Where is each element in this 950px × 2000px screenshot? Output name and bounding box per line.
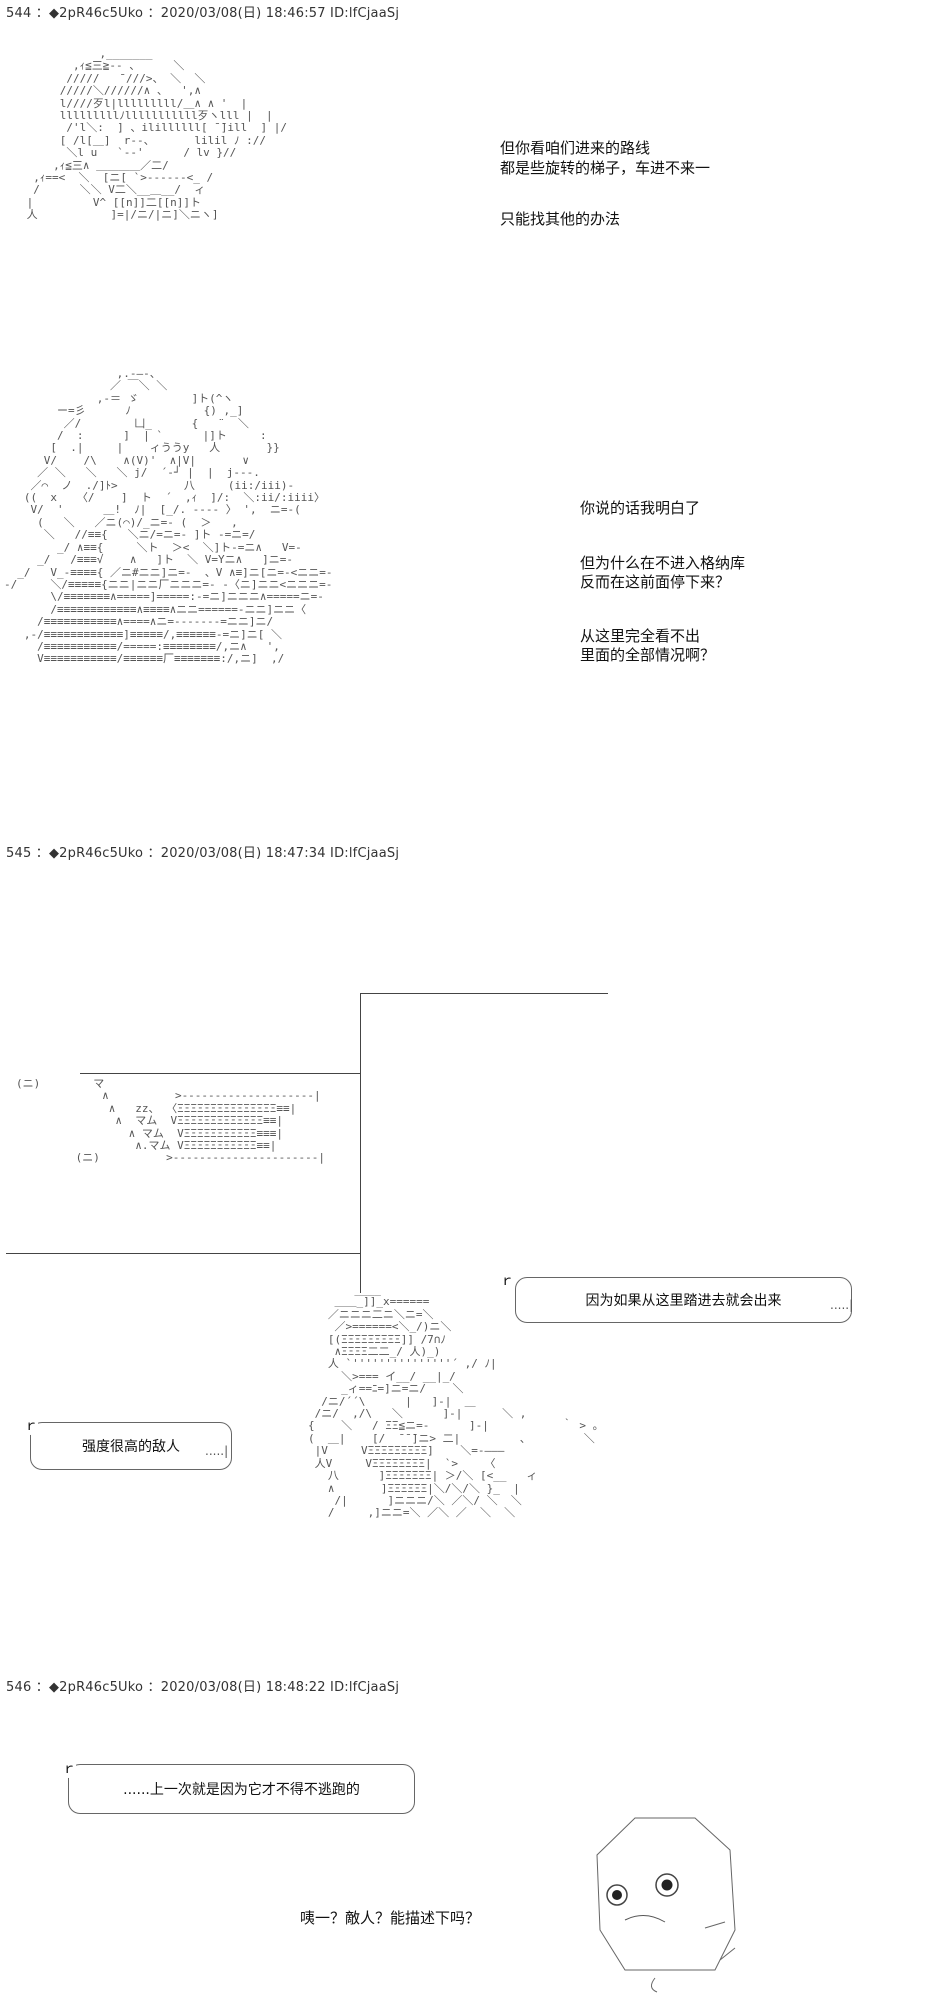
- speech-bubble: ......上一次就是因为它才不得不逃跑的: [68, 1764, 415, 1814]
- wall-top-line: [360, 993, 608, 994]
- eye-icon: [606, 1884, 628, 1906]
- post-header-545: 545 ：◆2pR46c5Uko ：2020/03/08(日) 18:47:34…: [6, 846, 400, 861]
- bubble-text: 因为如果从这里踏进去就会出来: [585, 1293, 782, 1309]
- wall-vertical-line: [360, 993, 361, 1293]
- post-header-546: 546 ：◆2pR46c5Uko ：2020/03/08(日) 18:48:22…: [6, 1680, 400, 1695]
- ascii-art-robot: ,.-―-、 ／ ￣＼ ＼ ,-＝ ゞ ]ト(^ヽ ー=彡 ﾉ {) ,_] ／…: [4, 367, 333, 666]
- floor-line: [6, 1253, 360, 1254]
- dialogue-line: 里面的全部情况啊？: [580, 646, 716, 664]
- dialogue-line: 都是些旋转的梯子，车进不来一: [500, 159, 711, 177]
- dialogue-line: 反而在这前面停下来？: [580, 573, 731, 591]
- dialogue-line: 但你看咱们进来的路线: [500, 139, 651, 157]
- post-header-544: 544 ：◆2pR46c5Uko ：2020/03/08(日) 18:46:57…: [6, 6, 400, 21]
- ascii-art-character: ____ ＿＿_]]_x====== ／ニニニ二ニ＼ニ=＼ ／>======<＼…: [307, 1283, 604, 1520]
- dialogue-line: 只能找其他的办法: [500, 210, 621, 228]
- eye-icon: [655, 1873, 679, 1897]
- bubble-text: 强度很高的敌人: [82, 1439, 180, 1455]
- ascii-art-face: ,_______ ,ｨ≦三≧-- 、 ＼ ///// ̄ ///>、 ＼ ＼ /…: [26, 47, 288, 222]
- bubble-dots: .....|: [830, 1298, 854, 1312]
- bubble-tail: ｒ: [62, 1758, 76, 1778]
- dialogue-line: 你说的话我明白了: [580, 499, 701, 517]
- speech-bubble: 因为如果从这里踏进去就会出来: [515, 1277, 852, 1323]
- round-face-character: [596, 1817, 736, 1993]
- dialogue-line: 从这里完全看不出: [580, 627, 701, 645]
- dialogue-line: 但为什么在不进入格纳库: [580, 554, 746, 572]
- dialogue-line: 咦一？敵人？能描述下吗？: [300, 1909, 481, 1927]
- speech-bubble: 强度很高的敌人: [30, 1422, 232, 1470]
- bubble-dots: .....|: [205, 1444, 229, 1458]
- bubble-text: ......上一次就是因为它才不得不逃跑的: [123, 1782, 360, 1798]
- bubble-tail: ｒ: [500, 1270, 514, 1290]
- ascii-art-door: (ニ) マ ∧ >--------------------| ∧ zz、 〈ΞΞ…: [16, 1077, 326, 1165]
- bubble-tail: ｒ: [24, 1415, 38, 1435]
- shutter-top-line: [80, 1073, 360, 1074]
